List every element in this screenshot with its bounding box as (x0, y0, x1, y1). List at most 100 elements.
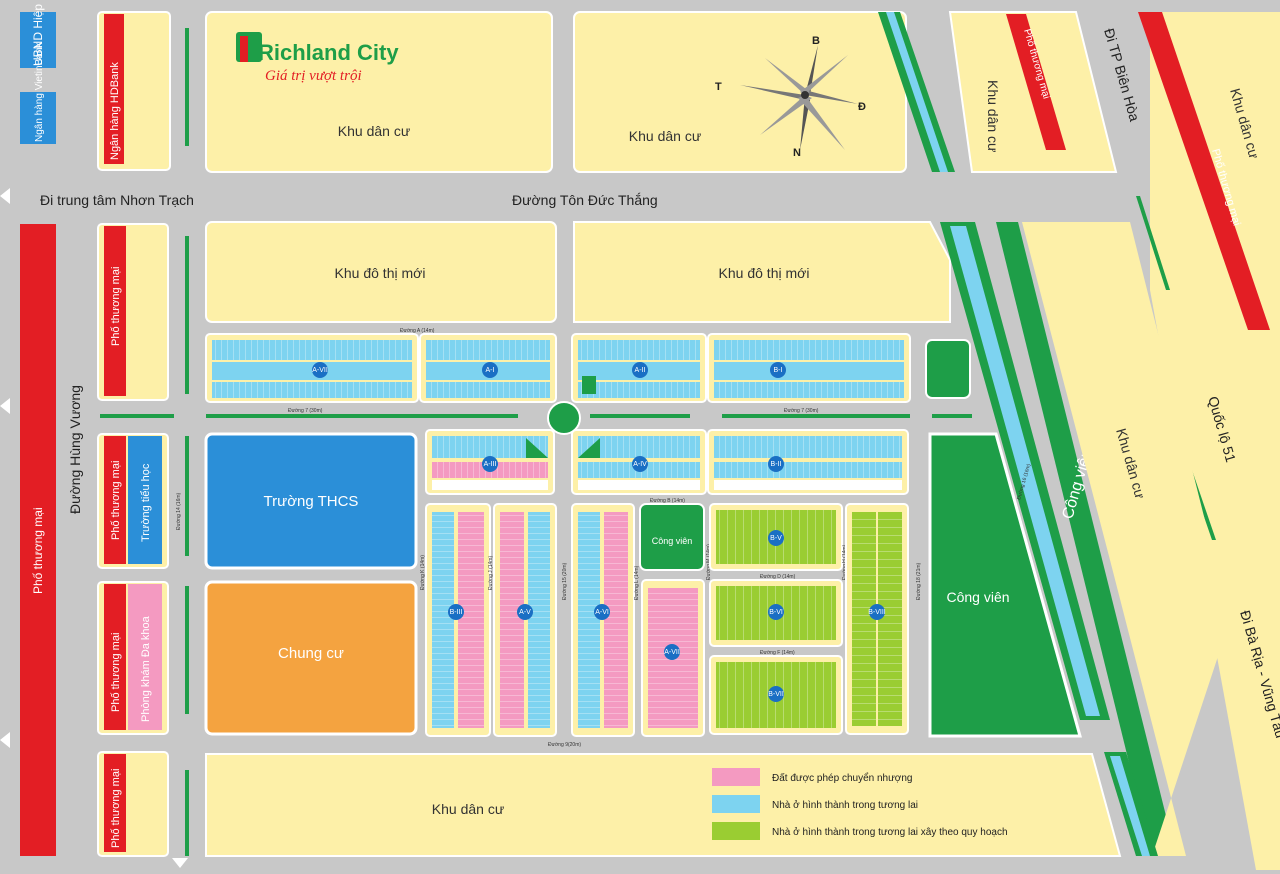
park-strip-right (996, 222, 1176, 856)
block-label-a-vii: A-VII (312, 367, 328, 374)
lots-b-viii-right[interactable] (878, 512, 902, 726)
lots-b-i-mid[interactable] (714, 362, 904, 380)
hdbank-strip (104, 14, 124, 164)
road-7-right-label: Đường 7 (30m) (784, 408, 819, 414)
road-14-label: Đường 14 (16m) (176, 492, 182, 530)
commerce-label-left: Phố thương mại (31, 507, 45, 594)
ubnd-box (20, 12, 56, 68)
park-small-label: Công viên (652, 536, 693, 546)
road-k-label: Đường K (14m) (420, 555, 426, 590)
apartment-block (204, 580, 418, 736)
lots-a-v-right[interactable] (528, 512, 550, 728)
block-label-b-iii: B-III (450, 609, 463, 616)
area-kdc-top-right-label: Khu dân cư (985, 80, 1001, 152)
block-label-b-vi: B-VI (769, 609, 783, 616)
lots-a-vii-mid[interactable] (212, 362, 412, 380)
block-label-a-vii2: A-VII (664, 649, 680, 656)
block-label-b-ii: B-II (771, 461, 782, 468)
lots-b-iii-right[interactable] (458, 512, 484, 728)
road-18-label: Đường 18 (21m) (916, 562, 922, 600)
compass-west: T (715, 81, 722, 93)
park-small (639, 503, 705, 571)
lots-a-ii-top[interactable] (578, 340, 700, 360)
divider (185, 770, 189, 856)
block-b-vii-group: B-VII (709, 655, 843, 735)
divider (185, 28, 189, 146)
lots-a-i-top[interactable] (426, 340, 550, 360)
lots-a-vii-bottom[interactable] (212, 382, 412, 398)
arrow-left-icon (0, 732, 10, 748)
lots-b-ii-mid[interactable] (714, 462, 902, 478)
ubnd-label: UBND Hiệp Phước (31, 0, 45, 66)
block-label-a-i: A-I (486, 367, 495, 374)
park-right (928, 432, 1082, 738)
logo-slogan: Giá trị vượt trội (265, 68, 362, 84)
road-nhon-trach-label: Đi trung tâm Nhơn Trạch (40, 192, 194, 208)
legend-swatch-blue (712, 795, 760, 813)
primary-school-box (128, 436, 162, 564)
legend-label-green: Nhà ở hình thành trong tương lai xây the… (772, 826, 1008, 838)
vietinbank-box (20, 92, 56, 144)
lots-b-viii-left[interactable] (852, 512, 876, 726)
lots-b-ii-top[interactable] (714, 436, 902, 458)
lots-b-i-bottom[interactable] (714, 382, 904, 398)
block-label-a-iii: A-III (484, 461, 497, 468)
block-a-ii-group: A-II (571, 333, 707, 403)
canal-water-bottom (1110, 756, 1150, 856)
block-a-iii-group: A-III (425, 429, 555, 495)
area-kdc-top-mid-label: Khu dân cư (629, 128, 701, 144)
lots-a-vi-left[interactable] (578, 512, 600, 728)
divider (722, 414, 910, 418)
area-kdtm-right-label: Khu đô thị mới (719, 265, 810, 281)
commerce-strip-2 (104, 436, 126, 564)
area-kdc-far-right (1150, 12, 1280, 870)
commerce-label-1: Phố thương mại (110, 267, 122, 346)
clinic-box (128, 584, 162, 730)
road-d-label: Đường D (14m) (760, 574, 796, 580)
arrow-left-icon (0, 398, 10, 414)
lots-a-ii-bottom[interactable] (578, 382, 700, 398)
lots-b-iii-left[interactable] (432, 512, 454, 728)
divider (185, 586, 189, 714)
lots-a-iii-top[interactable] (432, 436, 548, 458)
commerce-strip-3 (104, 584, 126, 730)
road-hung-vuong-label: Đường Hùng Vương (67, 385, 83, 514)
block-a-iv-group: A-IV (571, 429, 707, 495)
lots-a-vi-right[interactable] (604, 512, 628, 728)
block-a-vii2-group: A-VII (641, 579, 705, 737)
lots-a-iv-top[interactable] (578, 436, 700, 458)
divider (185, 436, 189, 556)
legend-swatch-green (712, 822, 760, 840)
lots-a-v-left[interactable] (500, 512, 524, 728)
block-a-v-group: A-V (493, 503, 557, 737)
lots-b-i-top[interactable] (714, 340, 904, 360)
area-kdc-right (1022, 222, 1230, 856)
commerce-strip-far-right (1138, 12, 1270, 330)
legend-swatch-pink (712, 768, 760, 786)
block-b-iii-group: B-III (425, 503, 491, 737)
block-label-b-vii: B-VII (768, 691, 784, 698)
commerce-label-3: Phố thương mại (110, 633, 122, 712)
divider (100, 414, 174, 418)
richland-logo: Richland City Giá trị vượt trội (236, 32, 399, 84)
block-b-ii-group: B-II (707, 429, 909, 495)
lots-a-i-bottom[interactable] (426, 382, 550, 398)
arrow-down-icon (172, 858, 188, 868)
block-label-b-i: B-I (774, 367, 783, 374)
canal-water-top (886, 12, 948, 172)
lots-a-vii-top[interactable] (212, 340, 412, 360)
vietinbank-label: Ngân hàng VietinBank (34, 42, 45, 142)
legend: Đất được phép chuyển nhượng Nhà ở hình t… (712, 768, 1008, 840)
commerce-strip-left (20, 224, 56, 856)
divider (185, 236, 189, 394)
area-kdtm-left (205, 221, 557, 323)
block-label-a-v: A-V (519, 609, 531, 616)
compass-south: N (793, 147, 801, 159)
legend-label-blue: Nhà ở hình thành trong tương lai (772, 799, 918, 811)
block-label-a-ii: A-II (635, 367, 646, 374)
commerce-label-2: Phố thương mại (110, 461, 122, 540)
commerce-strip-top-right (1006, 14, 1066, 150)
primary-school-label: Trường tiểu học (140, 463, 152, 542)
school-thcs (204, 432, 418, 570)
area-kdc-bottom (205, 753, 1122, 857)
